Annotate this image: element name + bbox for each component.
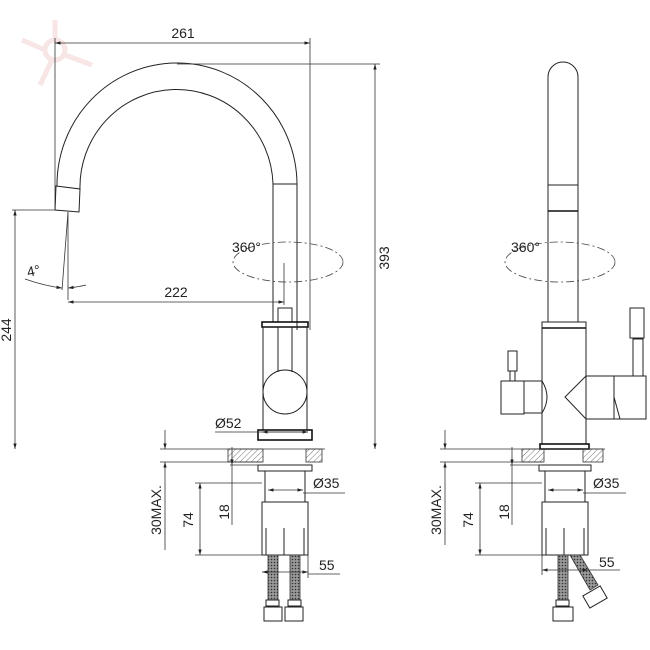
- filter-valve-housing: [564, 375, 615, 420]
- filter-handle-stem: [632, 338, 644, 377]
- mounting-left: Ø35 55 30MAX. 74 18: [148, 430, 345, 622]
- swivel-ellipse: [504, 241, 616, 283]
- faucet-body: [262, 326, 308, 431]
- dim-height-total: 393: [376, 246, 392, 270]
- base-flange: [257, 429, 313, 441]
- lower-body: [261, 501, 309, 556]
- filter-handle-tip: [629, 307, 645, 339]
- lower-body: [541, 501, 589, 556]
- hose-ferrule: [287, 599, 302, 607]
- shank: [264, 470, 306, 503]
- countertop-section: [227, 448, 264, 463]
- shank: [544, 470, 586, 503]
- braided-hose: [267, 554, 279, 601]
- dim-hose-spacing-right: 55: [599, 554, 615, 570]
- base-flange: [539, 443, 590, 450]
- countertop-section: [582, 448, 604, 463]
- dim-counter-max-left: 30MAX.: [148, 485, 164, 535]
- hex-fitting: [284, 606, 304, 622]
- angle-arc: [24, 278, 63, 290]
- dim-thread-length-left: 18: [216, 504, 232, 520]
- swivel-ellipse: [232, 241, 344, 283]
- spout-outer: [56, 62, 298, 330]
- mounting-nut: [538, 464, 592, 472]
- spout-tube: [547, 61, 579, 322]
- dim-hose-spacing-left: 55: [319, 557, 335, 573]
- dim-shank-diameter-right: Ø35: [593, 475, 620, 491]
- hex-fitting-angled: [582, 585, 608, 609]
- spout-inner: [79, 88, 274, 322]
- dim-shank-length-right: 74: [460, 512, 476, 528]
- lever-tip: [277, 307, 293, 323]
- dim-reach-total: 261: [171, 25, 195, 41]
- countertop-section: [305, 448, 323, 463]
- angle-arc: [67, 284, 87, 290]
- angle-line: [61, 211, 69, 291]
- dim-thread-length-right: 18: [496, 504, 512, 520]
- hex-fitting: [263, 606, 283, 622]
- side-view: 261 393 244 4° 360° 222 Ø52: [0, 25, 392, 449]
- hex-fitting: [552, 606, 574, 622]
- filter-handle: [613, 375, 647, 420]
- hose-ferrule: [555, 599, 570, 607]
- mounting-right: Ø35 55 30MAX. 74 18: [428, 430, 626, 622]
- front-view: 360°: [500, 61, 647, 450]
- watermark-logo: [21, 20, 93, 87]
- swivel-label-left: 360°: [232, 239, 261, 255]
- hot-handle-stem: [509, 370, 516, 382]
- hot-handle: [523, 380, 548, 414]
- hot-handle-knob: [500, 380, 525, 415]
- hot-handle-tip: [507, 350, 518, 372]
- swivel-label-right: 360°: [511, 239, 540, 255]
- dim-height-outlet: 244: [0, 318, 14, 342]
- filter-handle-edge: [613, 396, 621, 420]
- body-cap: [261, 321, 309, 328]
- countertop-section: [521, 448, 545, 463]
- dim-reach-spout: 222: [164, 284, 188, 300]
- dim-counter-max-right: 30MAX.: [428, 485, 444, 535]
- aerator: [54, 185, 81, 213]
- dim-angle: 4°: [25, 262, 41, 280]
- braided-hose: [557, 554, 569, 601]
- dim-shank-length-left: 74: [180, 512, 196, 528]
- dim-shank-diameter-left: Ø35: [313, 475, 340, 491]
- dim-base-diameter: Ø52: [215, 415, 242, 431]
- lever-handle: [262, 369, 308, 415]
- mounting-nut: [257, 464, 313, 472]
- braided-hose-angled: [569, 554, 599, 591]
- braided-hose: [289, 554, 301, 601]
- hose-ferrule: [265, 599, 280, 607]
